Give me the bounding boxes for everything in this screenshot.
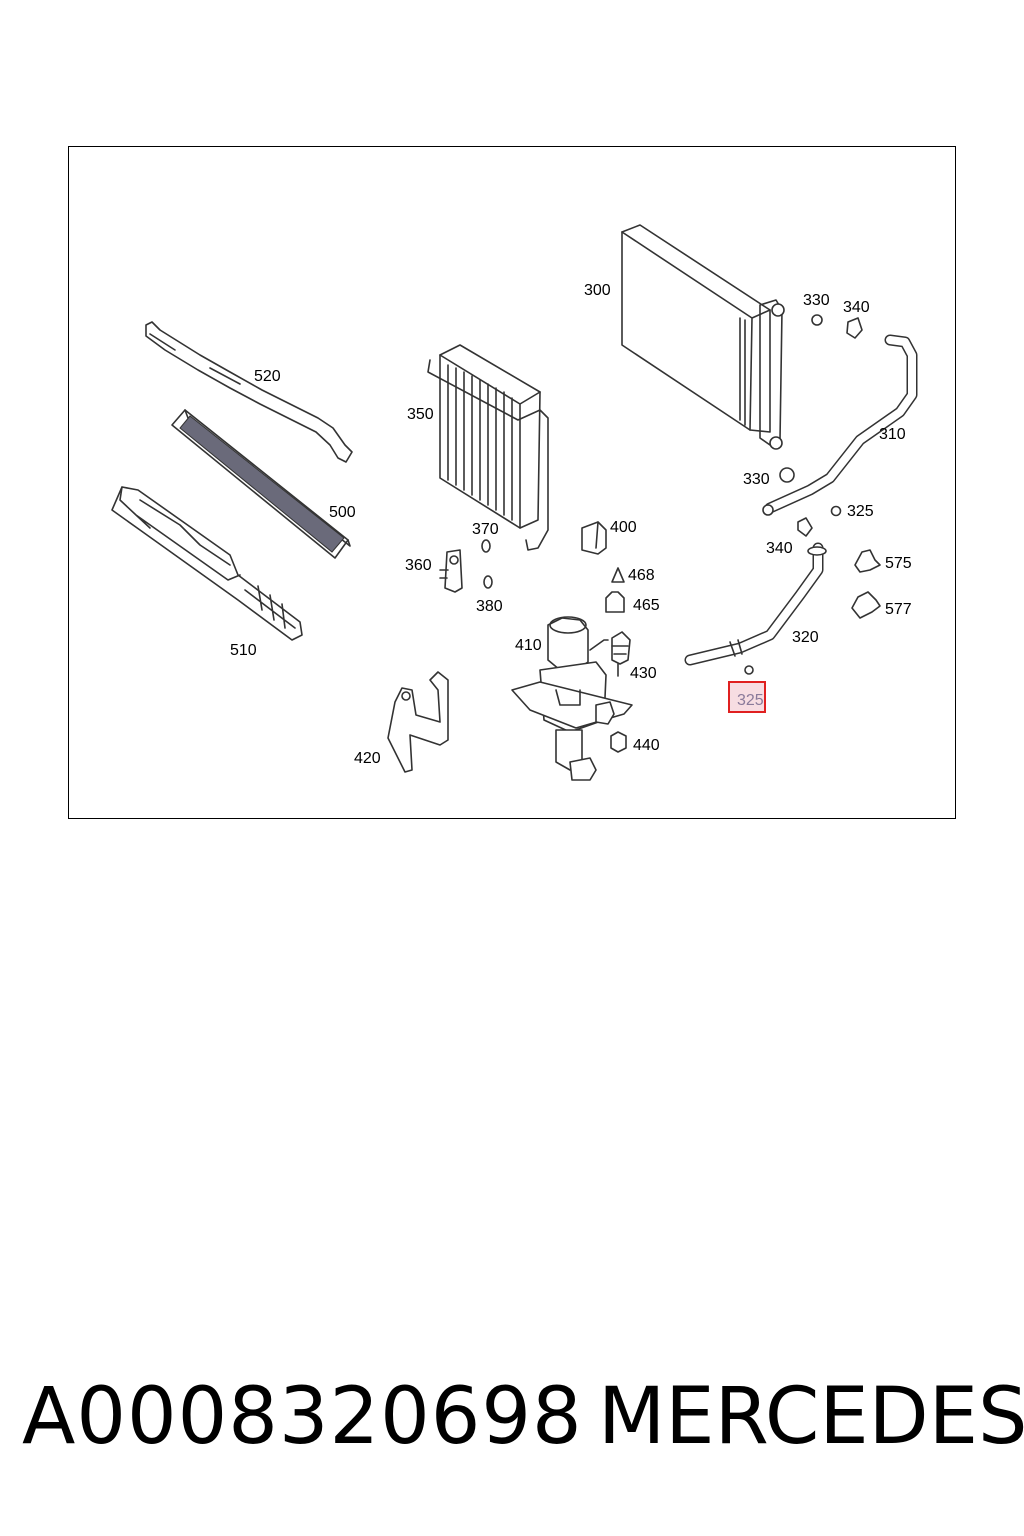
callout-380: 380 <box>476 598 503 615</box>
callout-575: 575 <box>885 555 912 572</box>
callout-325-highlighted: 325 <box>737 692 764 709</box>
part-410-valve-assembly <box>511 616 633 781</box>
part-420-bracket <box>387 671 449 773</box>
part-330-ring-a <box>811 314 823 326</box>
part-440 <box>610 731 627 753</box>
part-340-clip-b <box>797 517 813 537</box>
part-520-strap <box>145 321 353 463</box>
brand-name: MERCEDES <box>598 1372 1024 1462</box>
part-575-clamp <box>854 549 881 573</box>
part-500-filter <box>171 409 351 559</box>
callout-400: 400 <box>610 519 637 536</box>
part-380-ring <box>483 575 493 589</box>
part-325-ring-b <box>744 665 754 675</box>
part-340-clip-a <box>846 317 863 339</box>
callout-500: 500 <box>329 504 356 521</box>
callout-370: 370 <box>472 521 499 538</box>
callout-310: 310 <box>879 426 906 443</box>
callout-340-bottom: 340 <box>766 540 793 557</box>
callout-468: 468 <box>628 567 655 584</box>
part-360-valve <box>439 549 463 593</box>
callout-340-top: 340 <box>843 299 870 316</box>
callout-325: 325 <box>847 503 874 520</box>
callout-440: 440 <box>633 737 660 754</box>
part-370-ring <box>481 539 491 553</box>
part-468 <box>611 567 625 583</box>
part-310-hose <box>762 334 918 516</box>
callout-520: 520 <box>254 368 281 385</box>
part-400 <box>581 521 607 555</box>
callout-360: 360 <box>405 557 432 574</box>
callout-410: 410 <box>515 637 542 654</box>
part-320-hose <box>684 542 827 666</box>
callout-465: 465 <box>633 597 660 614</box>
part-510-housing <box>111 486 303 641</box>
diagram-frame <box>68 146 956 819</box>
part-325-ring-a <box>830 505 842 517</box>
part-577-clamp <box>851 591 881 619</box>
highlight-box-325 <box>728 681 766 713</box>
part-300-heater-core <box>621 224 785 450</box>
part-430 <box>611 631 631 677</box>
part-350-evaporator <box>427 344 549 551</box>
callout-320: 320 <box>792 629 819 646</box>
callout-330-top: 330 <box>803 292 830 309</box>
callout-330-bottom: 330 <box>743 471 770 488</box>
callout-420: 420 <box>354 750 381 767</box>
part-465 <box>605 591 625 613</box>
part-number: A0008320698 <box>22 1372 583 1462</box>
part-330-ring-b <box>779 467 795 483</box>
callout-510: 510 <box>230 642 257 659</box>
callout-350: 350 <box>407 406 434 423</box>
callout-430: 430 <box>630 665 657 682</box>
callout-300: 300 <box>584 282 611 299</box>
callout-577: 577 <box>885 601 912 618</box>
